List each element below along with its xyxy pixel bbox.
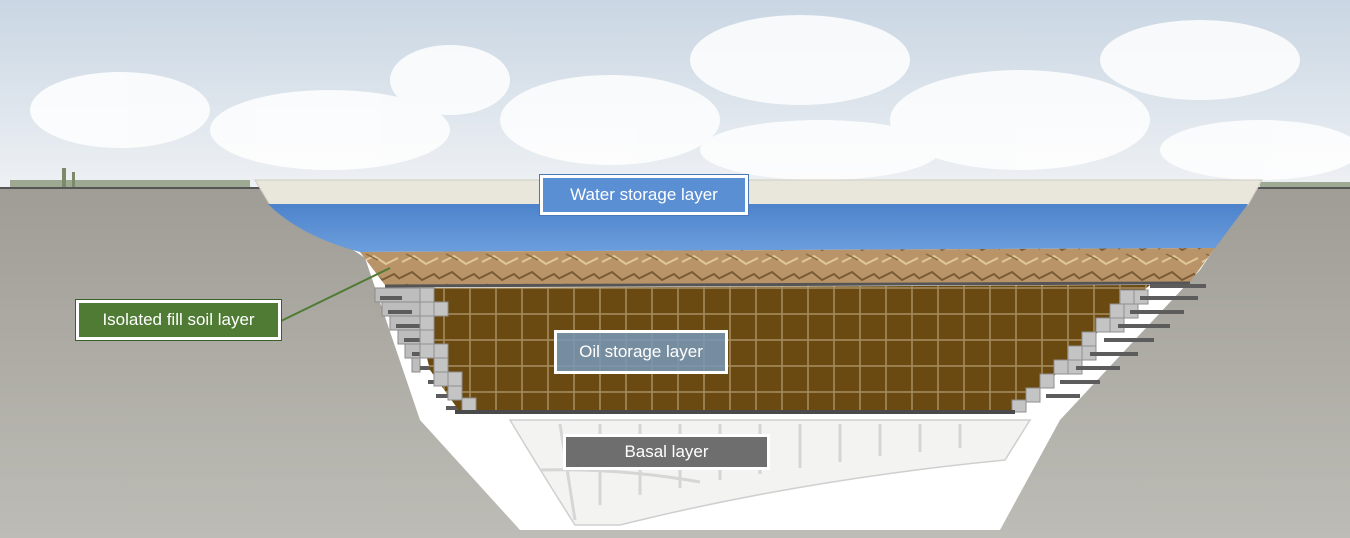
horizon-vegetation xyxy=(10,168,1350,188)
water-storage-layer xyxy=(268,204,1248,252)
isolated-fill-soil-layer xyxy=(360,248,1215,285)
ground xyxy=(0,188,1350,538)
clouds xyxy=(30,15,1350,180)
isolated-fill-soil-layer-label: Isolated fill soil layer xyxy=(76,300,281,340)
oil-storage-layer xyxy=(420,285,1150,412)
water-storage-layer-label: Water storage layer xyxy=(540,175,748,215)
oil-storage-layer-label: Oil storage layer xyxy=(554,330,728,374)
top-cover xyxy=(254,179,1263,206)
fill-soil-leader-line xyxy=(280,267,391,322)
right-ledges xyxy=(1046,284,1206,398)
boundary-blocks xyxy=(419,287,1149,413)
basal-layer-label: Basal layer xyxy=(563,434,770,470)
